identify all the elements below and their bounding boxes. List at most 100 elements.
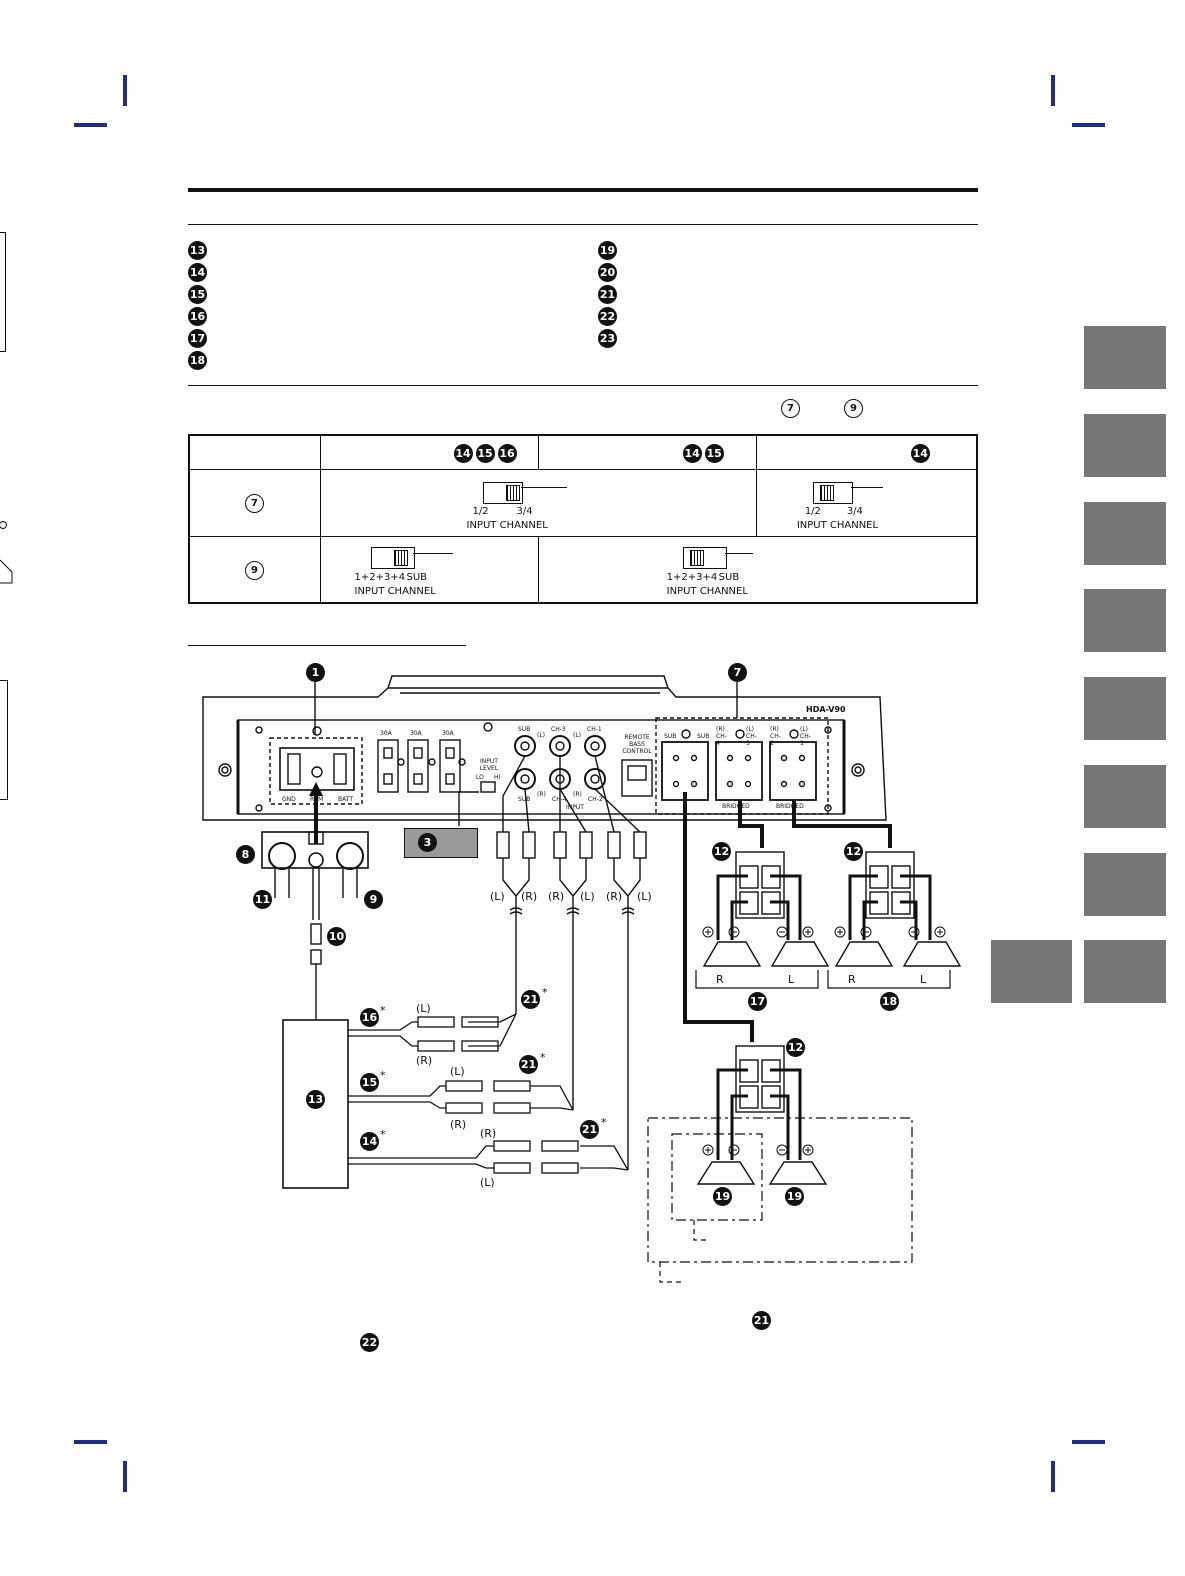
switch-caption: INPUT CHANNEL [666, 585, 748, 597]
input-level-lo: LO [476, 774, 484, 781]
legend-badge: 15 [188, 285, 207, 304]
cable-label: (R) [416, 1054, 433, 1067]
header-badge: 15 [704, 444, 724, 463]
crop-mark [1051, 75, 1055, 106]
header-badge: 14 [453, 444, 473, 463]
callout-badge: 18 [880, 992, 899, 1011]
cable-label: (L) [450, 1065, 465, 1078]
asterisk: * [542, 986, 548, 999]
legend-badge: 18 [188, 351, 207, 370]
legend-bottom-rule [188, 385, 978, 386]
callout-badge: 21 [752, 1311, 771, 1330]
asterisk: * [540, 1051, 546, 1064]
asterisk: * [380, 1004, 386, 1017]
legend-badge: 22 [598, 307, 617, 326]
section-tab[interactable] [1084, 853, 1166, 916]
section-tab[interactable] [1084, 326, 1166, 389]
terminal-rem-label: REM [310, 796, 324, 803]
asterisk: * [380, 1128, 386, 1141]
input-channel-switch[interactable] [812, 481, 853, 504]
switch-pos-left: 1+2+3+4 [354, 571, 406, 583]
speaker-terminal-label: (R) CH-4 [716, 726, 727, 747]
speaker-side-label: L [920, 973, 927, 986]
speaker-terminal-label: (R) CH-2 [770, 726, 781, 747]
rca-side-label: (R) [537, 791, 546, 798]
switch-cell: 1/2 3/4 INPUT CHANNEL [755, 468, 978, 537]
model-label: HDA-V90 [806, 705, 846, 714]
speaker-side-label: R [716, 973, 724, 986]
section-tab[interactable] [1084, 414, 1166, 477]
switch-caption: INPUT CHANNEL [796, 519, 879, 531]
callout-badge: 21 [580, 1120, 599, 1139]
switch-pos-right: 3/4 [846, 505, 863, 517]
row-id-badge: 7 [245, 493, 264, 513]
switch-pos-right: SUB [406, 571, 428, 583]
section-tab[interactable] [1084, 940, 1166, 1003]
rca-side-label: (L) [537, 732, 546, 739]
callout-badge: 9 [364, 890, 383, 909]
section-tab[interactable] [1084, 765, 1166, 828]
top-rule-thick [188, 188, 978, 192]
note-ref-badge: 9 [844, 399, 863, 418]
input-channel-switch[interactable] [370, 546, 415, 569]
callout-badge: 16 [360, 1008, 379, 1027]
header-badge: 14 [910, 444, 930, 463]
fuse-rating: 30A [380, 730, 392, 737]
input-level-callout [404, 828, 478, 858]
input-channel-switch[interactable] [482, 481, 523, 504]
row-id-badge: 9 [245, 560, 264, 580]
input-channel-switch[interactable] [682, 546, 727, 569]
plug-label: (R) [521, 890, 538, 903]
table-header-col2: 14 15 [537, 434, 757, 470]
speaker-terminal-label: SUB [664, 733, 677, 740]
plug-label: (L) [580, 890, 595, 903]
terminal-gnd-label: GND [282, 796, 296, 803]
callout-badge: 21 [521, 990, 540, 1009]
input-level-title: INPUT LEVEL [479, 758, 499, 772]
input-level-hi: HI [494, 774, 501, 781]
plug-label: (L) [490, 890, 505, 903]
rca-label: SUB [518, 796, 531, 803]
terminal-batt-label: BATT [338, 796, 353, 803]
section-tab[interactable] [1084, 677, 1166, 740]
section-tab[interactable] [1084, 589, 1166, 652]
callout-badge: 22 [360, 1333, 379, 1352]
legend-badge: 19 [598, 241, 617, 260]
header-badge: 16 [497, 444, 517, 463]
section-tab-active[interactable] [991, 940, 1072, 1003]
row-label-cell: 9 [188, 535, 321, 604]
crop-mark [74, 123, 107, 127]
legend-badge: 14 [188, 263, 207, 282]
callout-badge: 8 [236, 845, 255, 864]
asterisk: * [601, 1116, 607, 1129]
switch-caption: INPUT CHANNEL [466, 519, 548, 531]
speaker-terminal-label: (L) CH-1 [800, 726, 811, 747]
crop-mark [1072, 123, 1105, 127]
switch-pos-left: 1/2 [472, 505, 489, 517]
fuse-rating: 30A [410, 730, 422, 737]
rca-label: CH-3 [551, 726, 566, 733]
crop-mark [123, 1461, 127, 1492]
cable-label: (R) [480, 1127, 497, 1140]
header-badge: 14 [682, 444, 702, 463]
note-ref-badge: 7 [781, 399, 800, 418]
speaker-terminal-label: SUB [697, 733, 710, 740]
rca-side-label: (L) [573, 732, 582, 739]
callout-badge: 7 [728, 663, 747, 682]
legend-badge: 21 [598, 285, 617, 304]
legend-badge: 23 [598, 329, 617, 348]
section-tab[interactable] [1084, 502, 1166, 565]
remote-bass-label: REMOTE BASS CONTROL [622, 734, 652, 755]
cable-label: (L) [480, 1176, 495, 1189]
speaker-side-label: L [788, 973, 795, 986]
edge-bracket [0, 680, 8, 800]
callout-badge: 15 [360, 1073, 379, 1092]
legend-badge: 16 [188, 307, 207, 326]
crop-mark [74, 1440, 107, 1444]
plug-label: (R) [548, 890, 565, 903]
callout-badge: 11 [253, 890, 272, 909]
callout-badge: 21 [519, 1055, 538, 1074]
table-corner [188, 434, 321, 470]
callout-badge: 19 [713, 1187, 732, 1206]
callout-badge: 12 [844, 842, 863, 861]
